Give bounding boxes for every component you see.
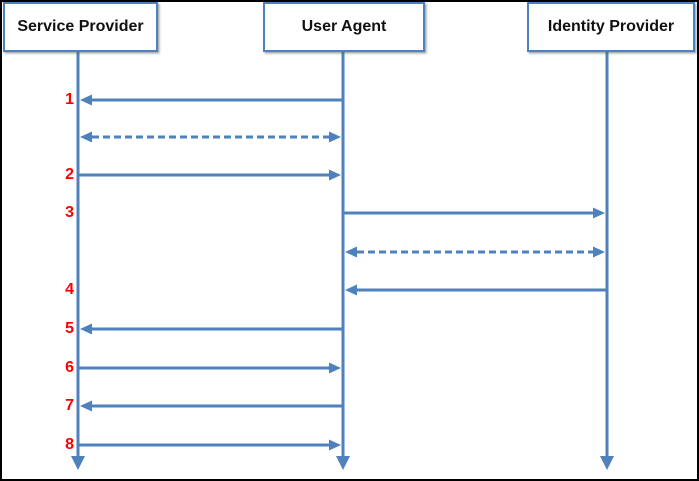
lifeline-user-agent bbox=[336, 52, 350, 470]
message-arrow-1 bbox=[80, 94, 343, 106]
actor-box-user-agent: User Agent bbox=[263, 2, 425, 52]
actor-label-service-provider: Service Provider bbox=[17, 18, 144, 35]
arrowhead-icon bbox=[329, 362, 341, 374]
message-arrow-8 bbox=[78, 439, 341, 451]
lifeline-end-arrow-icon bbox=[71, 456, 85, 470]
arrowhead-icon bbox=[329, 131, 341, 143]
arrowhead-icon bbox=[80, 131, 92, 143]
message-arrow-2 bbox=[78, 169, 341, 181]
step-number-7: 7 bbox=[65, 397, 74, 414]
arrowhead-icon bbox=[80, 400, 92, 412]
arrowhead-icon bbox=[329, 439, 341, 451]
actor-label-identity-provider: Identity Provider bbox=[547, 18, 675, 35]
step-number-1: 1 bbox=[65, 91, 74, 108]
arrowhead-icon bbox=[80, 94, 92, 106]
actor-label-user-agent: User Agent bbox=[301, 18, 387, 35]
step-number-2: 2 bbox=[65, 166, 74, 183]
message-arrow-7 bbox=[80, 400, 343, 412]
arrowhead-icon bbox=[345, 246, 357, 258]
step-number-5: 5 bbox=[65, 320, 74, 337]
arrowhead-icon bbox=[593, 207, 605, 219]
actor-box-service-provider: Service Provider bbox=[3, 2, 158, 52]
message-arrow-3 bbox=[343, 207, 605, 219]
step-number-8: 8 bbox=[65, 436, 74, 453]
step-number-6: 6 bbox=[65, 359, 74, 376]
lifeline-service-provider bbox=[71, 52, 85, 470]
message-arrow-4 bbox=[345, 284, 607, 296]
actor-box-identity-provider: Identity Provider bbox=[527, 2, 695, 52]
arrowhead-icon bbox=[329, 169, 341, 181]
message-arrow-6 bbox=[78, 362, 341, 374]
arrowhead-icon bbox=[80, 323, 92, 335]
lifeline-end-arrow-icon bbox=[600, 456, 614, 470]
step-number-3: 3 bbox=[65, 204, 74, 221]
lifeline-end-arrow-icon bbox=[336, 456, 350, 470]
step-number-4: 4 bbox=[65, 281, 74, 298]
message-arrow-5 bbox=[80, 323, 343, 335]
arrowhead-icon bbox=[593, 246, 605, 258]
lifeline-identity-provider bbox=[600, 52, 614, 470]
message-arrow-dashed-4 bbox=[345, 246, 605, 258]
message-arrow-dashed-1 bbox=[80, 131, 341, 143]
arrowhead-icon bbox=[345, 284, 357, 296]
